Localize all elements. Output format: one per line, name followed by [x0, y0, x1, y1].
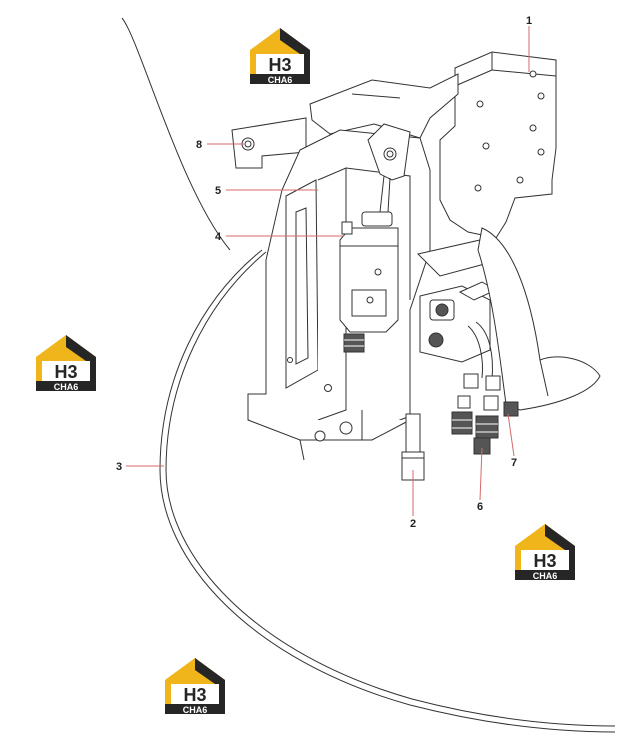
pedal-housing [247, 129, 431, 461]
hose-fittings [451, 373, 501, 455]
callout-6: 6 [477, 501, 483, 513]
pedal-lever [367, 123, 411, 213]
callout-5: 5 [215, 185, 221, 197]
cable [121, 17, 616, 733]
side-arm [231, 117, 307, 169]
push-rod [401, 413, 425, 481]
watermark-main-text: H3 [268, 55, 291, 75]
watermark-sub-text: CHA6 [183, 705, 208, 715]
leader-lines [126, 26, 530, 516]
callout-1: 1 [526, 15, 532, 27]
watermark-sub-text: CHA6 [268, 75, 293, 85]
pedal-pad [477, 227, 601, 417]
watermark-logo: H3 CHA6 [36, 335, 96, 392]
watermark-logo: H3 CHA6 [250, 28, 310, 85]
watermark-main-text: H3 [533, 551, 556, 571]
callout-4: 4 [215, 231, 222, 243]
watermark-sub-text: CHA6 [54, 382, 79, 392]
watermark-main-text: H3 [183, 685, 206, 705]
callout-8: 8 [196, 139, 202, 151]
mounting-bracket [439, 51, 557, 239]
master-cylinder [339, 211, 399, 353]
watermark-logo: H3 CHA6 [165, 658, 225, 715]
watermark-logo: H3 CHA6 [515, 524, 575, 581]
callout-7: 7 [511, 457, 517, 469]
callout-2: 2 [410, 518, 416, 530]
watermark-main-text: H3 [54, 362, 77, 382]
callout-3: 3 [116, 461, 122, 473]
valve-block [417, 239, 518, 381]
watermark-sub-text: CHA6 [533, 571, 558, 581]
